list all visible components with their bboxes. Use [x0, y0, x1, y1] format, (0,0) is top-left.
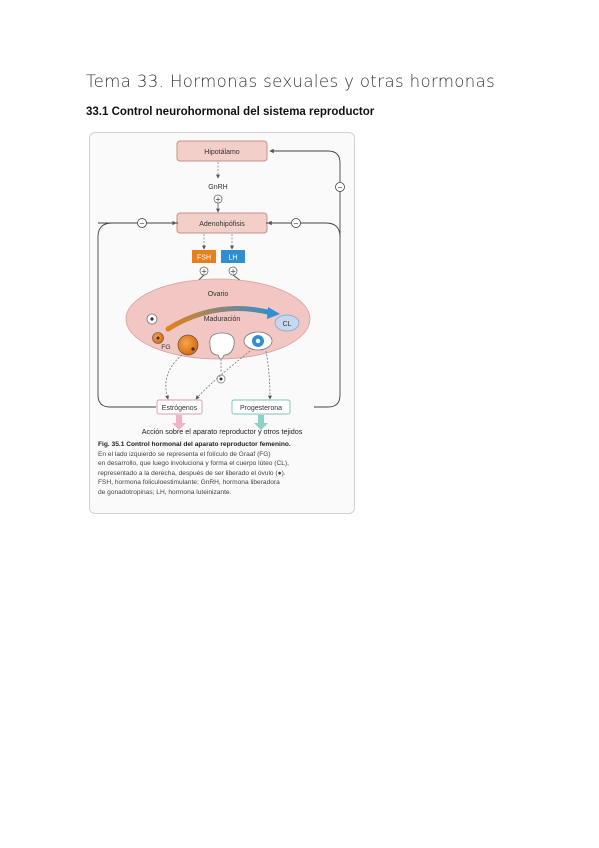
hypothalamus-box	[176, 140, 268, 162]
plus-sign: +	[230, 268, 236, 276]
caption-title: Fig. 35.1 Control hormonal del aparato r…	[98, 441, 291, 448]
cl-label: CL	[283, 321, 292, 328]
progesterone-label: Progesterona	[240, 405, 282, 412]
maturation-arrowhead	[267, 307, 280, 319]
progesterone-box	[231, 399, 291, 415]
plus-sign: +	[215, 196, 221, 204]
gnrh-label: GnRH	[208, 184, 227, 191]
hormone-control-diagram: Hipotálamo GnRH + Adenohipófisis − − − F…	[97, 140, 345, 430]
figure: Hipotálamo GnRH + Adenohipófisis − − − F…	[89, 132, 355, 514]
caption-line: representado a la derecha, después de se…	[98, 469, 286, 477]
fsh-label: FSH	[197, 255, 211, 262]
minus-icon-right	[291, 218, 301, 228]
caption-line: FSH, hormona foliculoestimulante; GnRH, …	[98, 479, 280, 487]
section-heading: 33.1 Control neurohormonal del sistema r…	[86, 106, 375, 118]
oocyte-dot	[150, 317, 154, 321]
minus-sign: −	[293, 220, 299, 228]
plus-sign: +	[201, 268, 207, 276]
minus-icon-left	[137, 218, 147, 228]
caption-line: En el lado izquierdo se representa el fo…	[98, 450, 271, 458]
figure-caption: Fig. 35.1 Control hormonal del aparato r…	[98, 440, 348, 498]
action-label: Acción sobre el aparato reproductor y ot…	[141, 427, 303, 436]
maturation-arc	[165, 306, 275, 332]
cl-to-progesterone-arrow	[265, 350, 272, 400]
minus-icon-top	[335, 182, 345, 192]
estrogen-feedback-line-left	[97, 222, 178, 408]
estrogens-label: Estrógenos	[162, 405, 198, 412]
estrogens-box	[156, 399, 203, 415]
maturation-label: Maduración	[204, 316, 241, 323]
adenohypophysis-label: Adenohipófisis	[199, 221, 245, 228]
hypothalamus-label: Hipotálamo	[204, 149, 240, 156]
ovum-icon	[219, 377, 223, 381]
minus-sign: −	[337, 184, 343, 192]
cl-to-estrogen-arrow	[195, 350, 251, 400]
estrogen-action-arrow	[172, 415, 186, 430]
page-heading: Tema 33. Hormonas sexuales y otras hormo…	[86, 72, 496, 91]
progesterone-feedback-line-right	[266, 222, 341, 408]
progesterone-action-arrow	[254, 415, 268, 430]
fsh-box	[192, 250, 216, 263]
fg-label: FG	[161, 344, 170, 351]
caption-line: de gonadotropinas; LH, hormona luteiniza…	[98, 488, 232, 496]
lh-label: LH	[229, 255, 238, 262]
cl-shape	[274, 314, 300, 332]
follicle-to-estrogen-arrow	[165, 354, 183, 400]
ovary-label: Ovario	[208, 291, 229, 298]
caption-line: en desarrollo, que luego involuciona y f…	[98, 460, 289, 468]
graafian-follicle-icon	[177, 334, 199, 356]
hypothalamus-feedback-line	[269, 148, 341, 237]
lh-box	[221, 250, 245, 263]
minus-sign: −	[139, 220, 145, 228]
ruptured-follicle-icon	[209, 332, 235, 360]
